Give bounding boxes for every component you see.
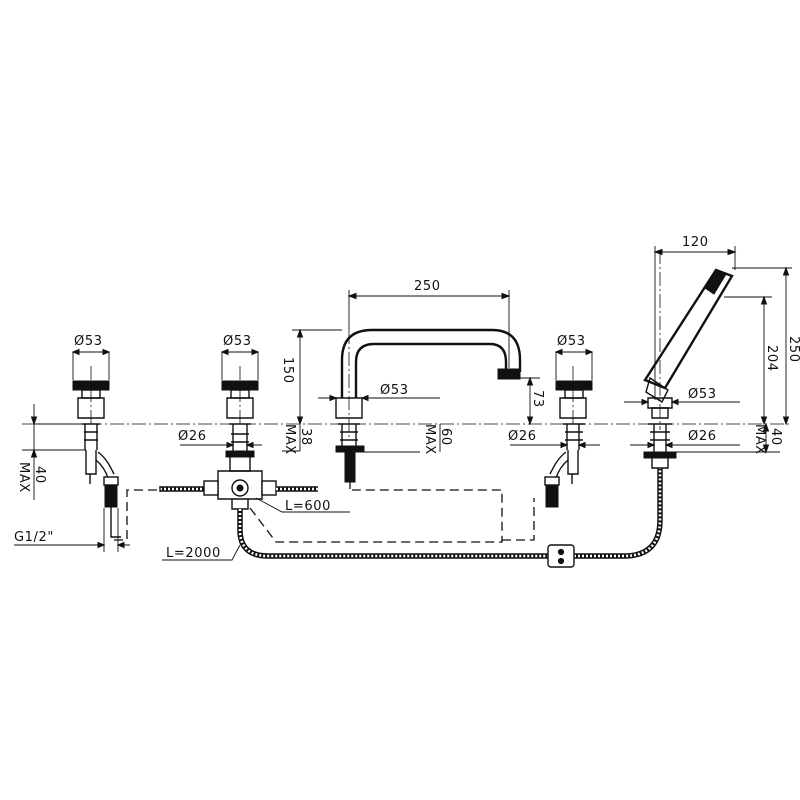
shower-height-inner-label: 204 — [764, 345, 779, 372]
handle-valve-left — [72, 366, 121, 538]
handle1-diameter-label: Ø53 — [74, 334, 103, 349]
body4-diameter-label: Ø26 — [688, 429, 717, 444]
hose-weight — [547, 544, 575, 568]
hose-length-short: L=600 — [285, 499, 331, 514]
dim-spout-width: 250 — [347, 279, 511, 368]
body1-diameter-label: Ø26 — [178, 429, 207, 444]
hand-shower — [643, 250, 734, 469]
deck-max-left-label-a: 40 — [32, 466, 47, 484]
handle-valve-second — [221, 366, 259, 472]
shower-width-label: 120 — [682, 235, 709, 250]
deck-max-spout-label-a: 60 — [438, 428, 453, 446]
dim-thread: G1/2" — [14, 508, 130, 552]
dim-shower-height-inner: 204 — [724, 295, 779, 426]
hose-main-leader: L=2000 — [162, 544, 241, 561]
spout-diameter-label: Ø53 — [380, 383, 409, 398]
dim-spout-diameter: Ø53 — [318, 383, 440, 402]
spout-width-label: 250 — [414, 279, 441, 294]
shower-diameter-label: Ø53 — [688, 387, 717, 402]
spout — [335, 328, 522, 483]
dim-deck-spout: 60 MAX — [364, 424, 453, 455]
dim-shower-width: 120 — [653, 235, 737, 400]
handle2-diameter-label: Ø53 — [223, 334, 252, 349]
handle3-diameter-label: Ø53 — [557, 334, 586, 349]
hose-left-inlet — [159, 486, 204, 492]
dim-handle1-diameter: Ø53 — [71, 334, 111, 380]
dim-body2-diameter: Ø26 — [178, 429, 262, 449]
dim-shower-height-total: 250 — [732, 266, 800, 426]
thread-label: G1/2" — [14, 530, 54, 545]
dim-deck-right: 40 MAX — [676, 422, 783, 455]
dim-body3-diameter: Ø26 — [508, 429, 600, 449]
hose-length-main: L=2000 — [166, 546, 221, 561]
deck-max-right-label-b: MAX — [752, 424, 767, 455]
spout-drop-label: 73 — [530, 390, 545, 408]
dashed-connections — [114, 480, 535, 543]
deck-max-left-label-b: MAX — [16, 462, 31, 493]
deck-max-right-label-a: 40 — [768, 428, 783, 446]
dim-handle2-diameter: Ø53 — [220, 334, 260, 380]
hose-shower-main — [237, 468, 663, 559]
dim-deck-handle2: 38 MAX — [282, 424, 313, 455]
spout-height-label: 150 — [280, 357, 295, 384]
dim-handle3-diameter: Ø53 — [554, 334, 594, 380]
deck-max-spout-label-b: MAX — [422, 424, 437, 455]
dim-spout-height: 150 — [280, 328, 342, 426]
shower-height-total-label: 250 — [786, 336, 800, 363]
deck-max-handle2-label-b: MAX — [282, 424, 297, 455]
deck-max-handle2-label-a: 38 — [298, 428, 313, 446]
dim-body4-diameter: Ø26 — [630, 429, 740, 449]
dim-spout-drop: 73 — [520, 376, 545, 426]
body3-diameter-label: Ø26 — [508, 429, 537, 444]
dim-shower-diameter: Ø53 — [624, 387, 740, 406]
dim-deck-left: 40 MAX — [16, 404, 86, 500]
handle-valve-third — [544, 366, 593, 508]
hose-short-leader: L=600 — [255, 497, 350, 514]
